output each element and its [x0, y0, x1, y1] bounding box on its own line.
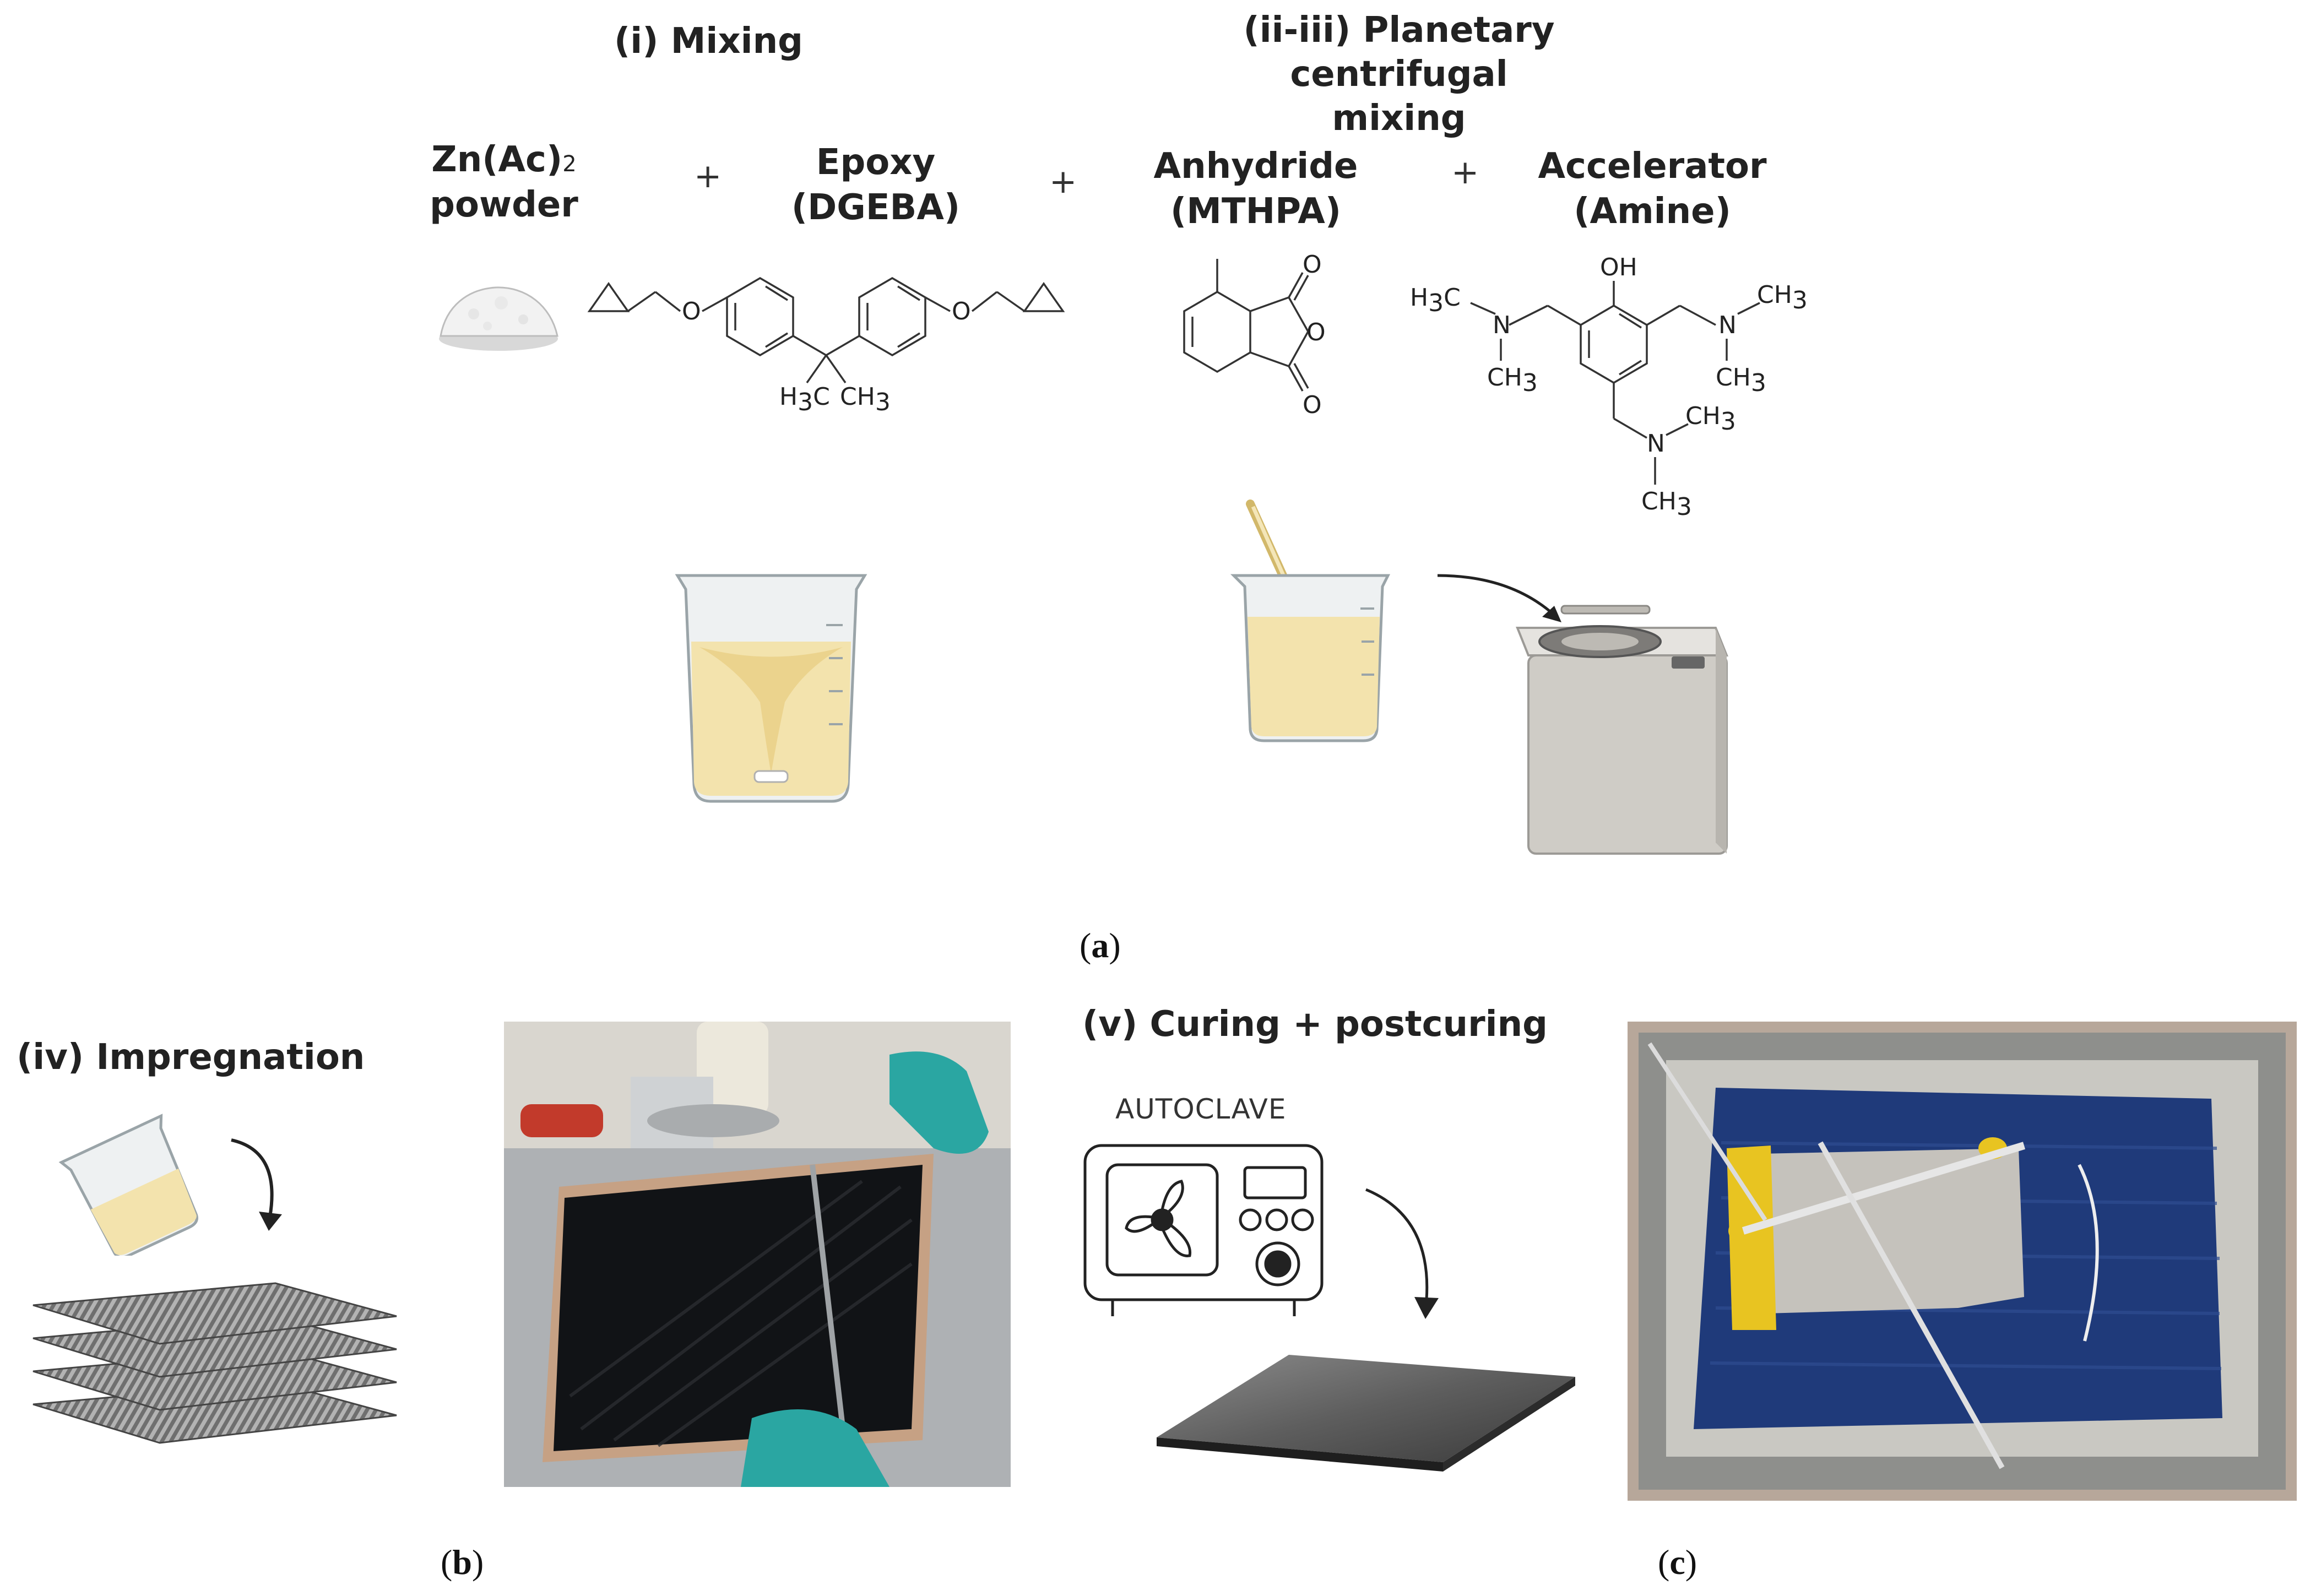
plus-sign-3: + — [1451, 153, 1479, 192]
pipette-beaker-icon — [1230, 500, 1391, 742]
zn-powder-label: powder — [430, 184, 578, 225]
dgeba-h3c: H3C — [779, 383, 830, 416]
accelerator-abbrev: (Amine) — [1574, 191, 1731, 232]
cured-laminate-icon — [1157, 1355, 1575, 1472]
amine-h3c-left: H3C — [1410, 284, 1461, 317]
panel-label-b: (b) — [441, 1543, 484, 1582]
step-planetary-title: (ii-iii) Planetary centrifugal mixing — [1135, 8, 1663, 140]
step-planetary-line2: mixing — [1332, 98, 1466, 139]
impregnation-photo — [504, 1022, 1011, 1487]
mthpa-structure: O O O — [1183, 251, 1326, 419]
dgeba-o-left: O — [682, 297, 701, 325]
step-planetary-line1: (ii-iii) Planetary centrifugal — [1243, 10, 1555, 95]
epoxy-abbrev: (DGEBA) — [791, 187, 961, 228]
zn-subscript: 2 — [562, 151, 577, 177]
fabric-layers-icon — [32, 1282, 397, 1444]
accelerator-label: Accelerator — [1538, 146, 1767, 187]
step-mixing-title: (i) Mixing — [614, 21, 803, 62]
curing-arrow-icon — [1365, 1188, 1439, 1319]
anhydride-abbrev: (MTHPA) — [1170, 191, 1341, 232]
dgeba-structure: O H3C CH3 O — [587, 276, 1065, 416]
mthpa-o-ring: O — [1306, 318, 1326, 346]
pouring-beaker-icon — [58, 1114, 198, 1256]
planetary-mixer-icon — [1516, 605, 1728, 855]
reagent-accelerator: Accelerator (Amine) — [1531, 144, 1774, 235]
amine-ch3-left: CH3 — [1487, 363, 1538, 397]
amine-oh: OH — [1600, 253, 1637, 281]
reagent-epoxy: Epoxy (DGEBA) — [782, 140, 969, 231]
arrow-to-mixer-icon — [1437, 574, 1561, 622]
amine-n-bottom: N — [1647, 430, 1665, 458]
plus-sign-1: + — [694, 157, 722, 196]
amine-n-left: N — [1493, 311, 1511, 339]
step-impregnation-title: (iv) Impregnation — [17, 1037, 365, 1078]
autoclave-icon — [1083, 1144, 1324, 1316]
autoclave-label: AUTOCLAVE — [1115, 1093, 1287, 1125]
panel-label-c: (c) — [1658, 1543, 1697, 1582]
panel-label-a: (a) — [1080, 926, 1121, 965]
amine-ch3-bottom: CH3 — [1641, 487, 1692, 521]
amine-ch3-bottom-right: CH3 — [1685, 402, 1736, 436]
mthpa-o-top: O — [1303, 251, 1322, 279]
epoxy-label: Epoxy — [816, 142, 936, 183]
vacuum-bag-photo — [1628, 1022, 2297, 1501]
pour-arrow-icon — [231, 1138, 282, 1231]
mixing-beaker-icon — [675, 574, 867, 803]
plus-sign-2: + — [1049, 162, 1077, 201]
dgeba-o-right: O — [952, 297, 971, 325]
zinc-acetate-powder-icon — [439, 286, 558, 351]
amine-ch3-right-top: CH3 — [1757, 281, 1808, 314]
reagent-zinc-acetate: Zn(Ac)2 powder — [424, 138, 584, 228]
mthpa-o-bottom: O — [1303, 391, 1322, 419]
amine-n-right: N — [1718, 311, 1737, 339]
reagent-anhydride: Anhydride (MTHPA) — [1151, 144, 1360, 235]
amine-ch3-right-bottom: CH3 — [1716, 363, 1766, 397]
zn-formula: Zn(Ac) — [431, 139, 563, 180]
dgeba-ch3: CH3 — [840, 383, 891, 416]
amine-accelerator-structure: OH N H3C CH3 N CH3 CH3 N CH3 CH3 — [1410, 253, 1808, 521]
step-curing-title: (v) Curing + postcuring — [1082, 1004, 1548, 1045]
anhydride-label: Anhydride — [1153, 146, 1358, 187]
